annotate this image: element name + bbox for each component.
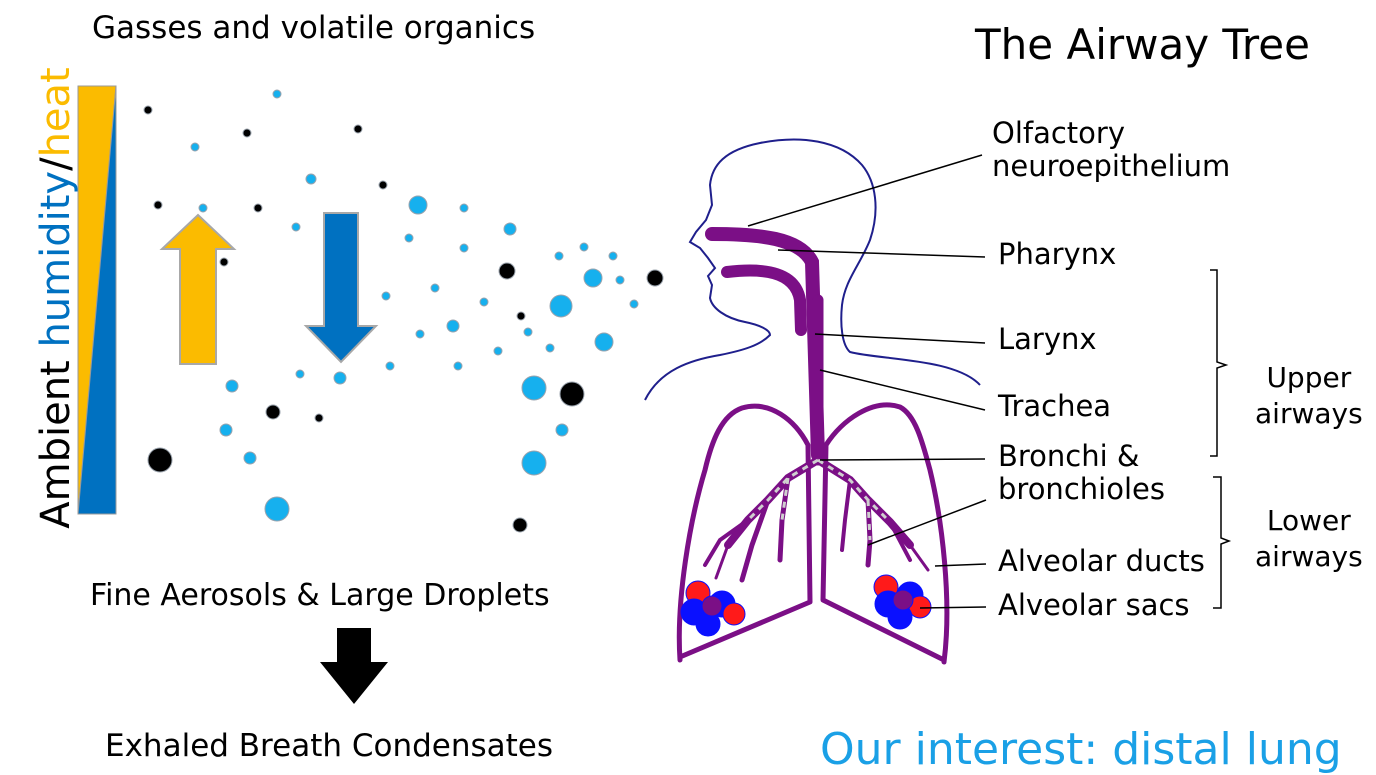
particle-black bbox=[513, 518, 527, 532]
particle-black bbox=[154, 201, 162, 209]
particle-blue bbox=[454, 362, 462, 370]
particle-blue bbox=[616, 276, 624, 284]
particle-blue bbox=[460, 204, 468, 212]
alveoli-left bbox=[681, 581, 745, 636]
particle-black bbox=[144, 106, 152, 114]
particle-blue bbox=[273, 90, 281, 98]
upper-airway bbox=[712, 234, 818, 460]
particle-black bbox=[354, 125, 362, 133]
particle-blue bbox=[199, 204, 207, 212]
arrow-down-black-icon bbox=[320, 628, 388, 704]
particle-blue bbox=[580, 243, 588, 251]
particle-blue bbox=[409, 196, 427, 214]
particle-blue bbox=[292, 223, 300, 231]
bronchi-cartilage bbox=[748, 460, 890, 540]
particle-blue bbox=[556, 424, 568, 436]
particle-blue bbox=[550, 295, 572, 317]
particle-blue bbox=[630, 300, 638, 308]
bronchial-tree bbox=[705, 460, 928, 580]
particle-blue bbox=[296, 370, 304, 378]
particle-black bbox=[220, 258, 228, 266]
particle-blue bbox=[595, 333, 613, 351]
particle-black bbox=[243, 129, 251, 137]
brackets bbox=[1210, 270, 1229, 608]
particle-black bbox=[499, 263, 515, 279]
particle-blue bbox=[609, 252, 617, 260]
particle-black bbox=[560, 382, 584, 406]
particle-blue bbox=[306, 174, 316, 184]
particle-blue bbox=[584, 269, 602, 287]
particle-black bbox=[315, 414, 323, 422]
particle-blue bbox=[382, 292, 390, 300]
particle-blue bbox=[460, 244, 468, 252]
particle-blue bbox=[522, 376, 546, 400]
arrow-down-icon bbox=[306, 213, 376, 362]
alveoli-right bbox=[874, 575, 931, 629]
particle-blue bbox=[265, 497, 289, 521]
particle-blue bbox=[334, 372, 346, 384]
particle-blue bbox=[405, 234, 413, 242]
particle-black bbox=[148, 448, 172, 472]
particle-blue bbox=[226, 380, 238, 392]
leader-lines bbox=[748, 155, 986, 608]
particle-blue bbox=[431, 284, 439, 292]
particle-blue bbox=[524, 328, 532, 336]
particle-blue bbox=[416, 330, 424, 338]
particle-blue bbox=[447, 320, 459, 332]
particle-blue bbox=[546, 344, 554, 352]
particle-blue bbox=[244, 452, 256, 464]
particle-blue bbox=[555, 252, 563, 260]
particle-blue bbox=[191, 143, 199, 151]
particle-black bbox=[254, 204, 262, 212]
particle-blue bbox=[504, 223, 516, 235]
particle-blue bbox=[386, 362, 394, 370]
particle-blue bbox=[522, 451, 546, 475]
particle-black bbox=[647, 270, 663, 286]
arrow-up-icon bbox=[162, 215, 234, 364]
particle-blue bbox=[480, 298, 488, 306]
particle-black bbox=[379, 181, 387, 189]
particle-black bbox=[266, 405, 280, 419]
particle-blue bbox=[220, 424, 232, 436]
particle-black bbox=[517, 312, 525, 320]
particles bbox=[144, 90, 663, 532]
particle-blue bbox=[494, 347, 502, 355]
